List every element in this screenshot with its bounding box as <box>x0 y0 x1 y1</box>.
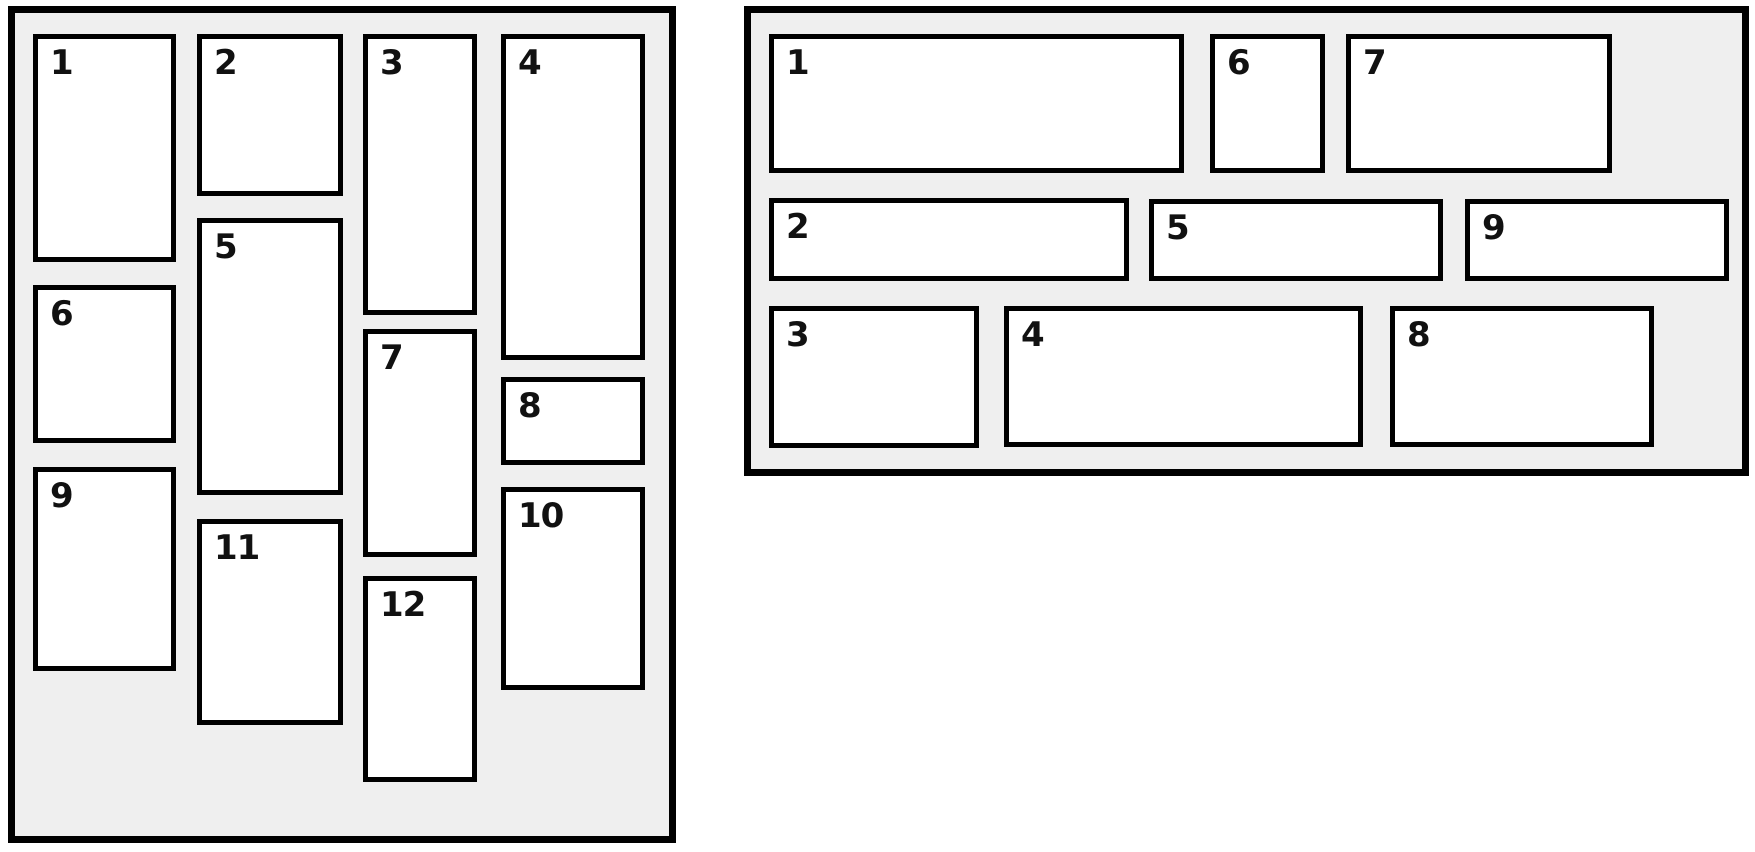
box-label: 8 <box>1407 315 1431 355</box>
box-label: 3 <box>786 315 810 355</box>
left-box-8: 8 <box>501 377 645 465</box>
left-box-2: 2 <box>197 34 343 196</box>
box-label: 3 <box>380 43 404 83</box>
right-box-7: 7 <box>1346 34 1612 173</box>
box-label: 11 <box>214 528 260 568</box>
box-label: 2 <box>214 43 238 83</box>
right-box-8: 8 <box>1390 306 1654 447</box>
box-label: 9 <box>1482 208 1506 248</box>
box-label: 7 <box>1363 43 1387 83</box>
right-box-1: 1 <box>769 34 1184 173</box>
box-label: 10 <box>518 496 564 536</box>
left-box-9: 9 <box>33 467 176 671</box>
left-box-5: 5 <box>197 218 343 495</box>
box-label: 4 <box>518 43 542 83</box>
box-label: 8 <box>518 386 542 426</box>
right-box-2: 2 <box>769 198 1129 281</box>
box-label: 1 <box>50 43 74 83</box>
box-label: 1 <box>786 43 810 83</box>
left-box-4: 4 <box>501 34 645 360</box>
box-label: 9 <box>50 476 74 516</box>
left-box-3: 3 <box>363 34 477 315</box>
left-box-10: 10 <box>501 487 645 690</box>
left-box-12: 12 <box>363 576 477 782</box>
box-label: 5 <box>214 227 238 267</box>
right-box-5: 5 <box>1149 199 1443 281</box>
left-box-6: 6 <box>33 285 176 443</box>
box-label: 2 <box>786 207 810 247</box>
left-box-7: 7 <box>363 329 477 557</box>
box-label: 7 <box>380 338 404 378</box>
left-box-11: 11 <box>197 519 343 725</box>
box-label: 12 <box>380 585 426 625</box>
box-label: 6 <box>50 294 74 334</box>
box-label: 4 <box>1021 315 1045 355</box>
right-box-6: 6 <box>1210 34 1325 173</box>
box-label: 5 <box>1166 208 1190 248</box>
left-box-1: 1 <box>33 34 176 262</box>
box-label: 6 <box>1227 43 1251 83</box>
right-box-3: 3 <box>769 306 979 448</box>
right-box-9: 9 <box>1465 199 1729 281</box>
right-box-4: 4 <box>1004 306 1363 447</box>
right-panel-row-masonry: 1 2 3 4 5 6 7 8 9 <box>744 6 1749 476</box>
